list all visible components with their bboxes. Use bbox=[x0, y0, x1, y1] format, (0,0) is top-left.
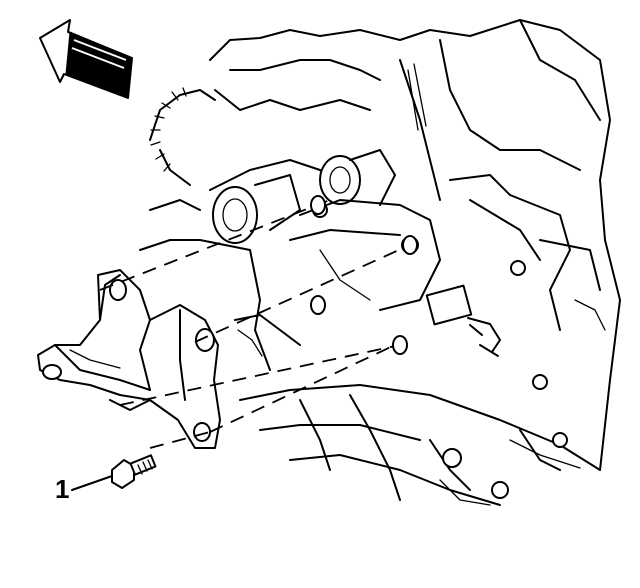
direction-arrow-icon bbox=[39, 19, 133, 99]
callout-number: 1 bbox=[55, 474, 69, 504]
mounting-holes bbox=[310, 195, 418, 355]
bolt-icon bbox=[111, 454, 157, 489]
callout-1: 1 bbox=[55, 474, 113, 504]
alignment-lines bbox=[99, 199, 411, 449]
engine-mount-bracket bbox=[37, 269, 221, 449]
engine-assembly bbox=[139, 19, 621, 506]
